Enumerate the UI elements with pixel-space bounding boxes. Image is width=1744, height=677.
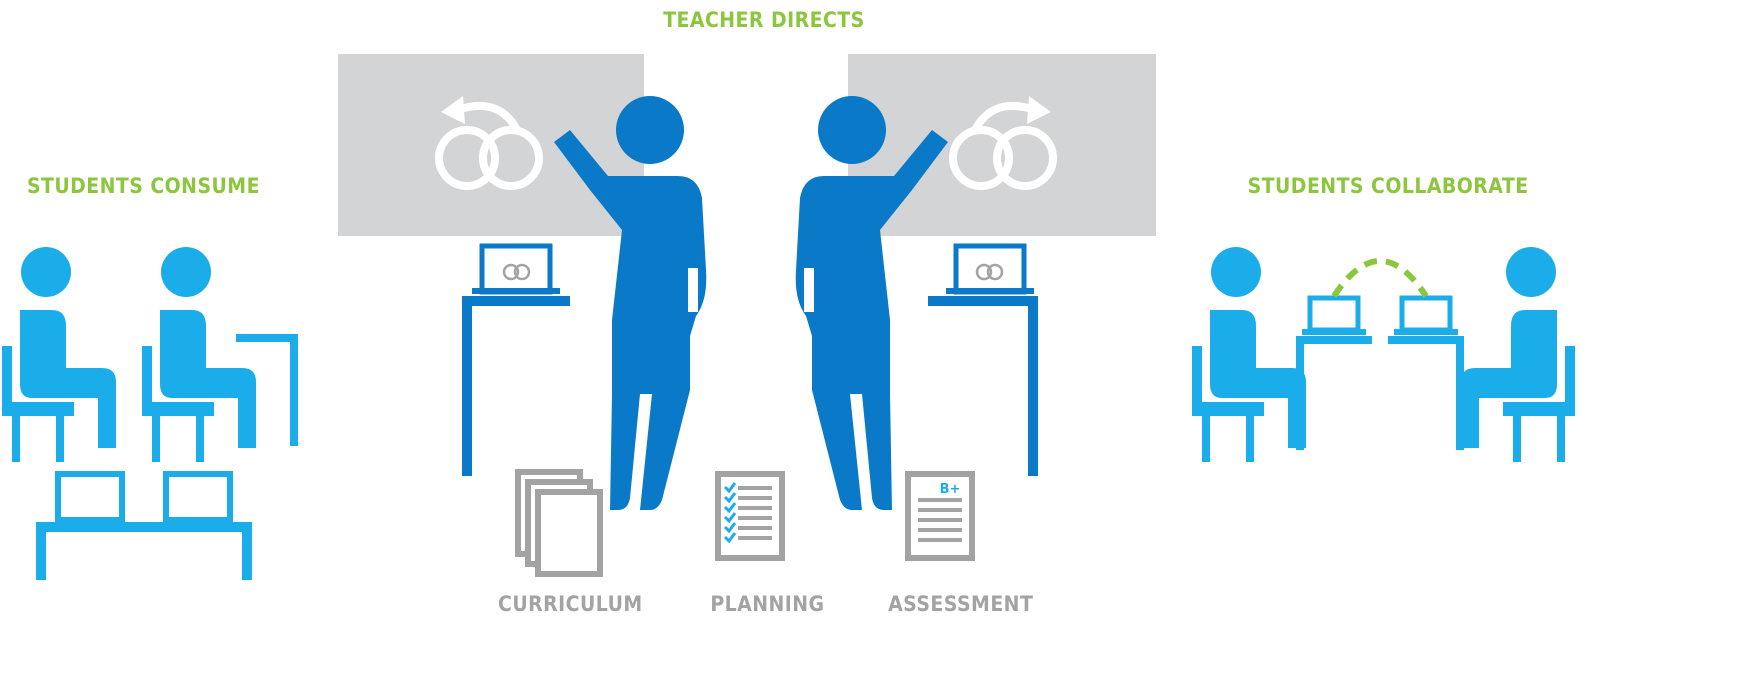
student-figure-icon: [1461, 247, 1575, 462]
laptop-icon: [472, 243, 560, 295]
student-figure-icon: [2, 247, 116, 462]
laptop-icon: [946, 243, 1034, 295]
student-figure-icon: [1192, 247, 1306, 462]
laptop-icon: [48, 474, 132, 530]
students-consume-heading: STUDENTS CONSUME: [26, 174, 260, 198]
assessment-label: ASSESSMENT: [888, 592, 1034, 616]
desk-icon: [236, 334, 298, 446]
graded-paper-icon: B+: [905, 471, 975, 561]
curriculum-label: CURRICULUM: [498, 592, 643, 616]
checklist-icon: [715, 471, 785, 561]
laptop-icon: [1302, 295, 1366, 335]
laptop-icon: [1394, 295, 1458, 335]
desk-icon: [928, 296, 1038, 476]
document-stack-icon: [518, 472, 600, 574]
student-figure-icon: [142, 247, 256, 462]
dashed-connection-icon: [1331, 258, 1429, 298]
desk-icon: [462, 296, 570, 476]
teacher-directs-heading: TEACHER DIRECTS: [663, 8, 865, 32]
grade-label: B+: [940, 482, 961, 497]
students-collaborate-heading: STUDENTS COLLABORATE: [1247, 174, 1529, 198]
laptop-icon: [156, 474, 240, 530]
desk-icon: [1296, 336, 1464, 450]
planning-label: PLANNING: [710, 592, 825, 616]
desk-icon: [36, 522, 252, 580]
